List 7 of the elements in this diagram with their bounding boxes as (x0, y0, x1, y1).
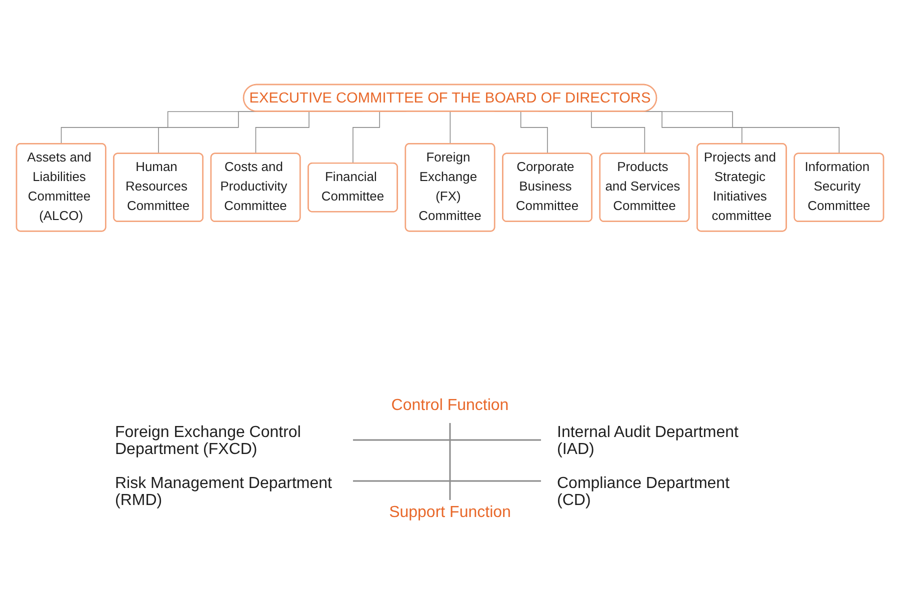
department-label: Internal Audit Department (IAD) (557, 424, 740, 458)
function-heading: Control Function (390, 397, 510, 414)
department-label: Foreign Exchange Control Department (FXCD) (115, 424, 302, 458)
function-heading: Support Function (388, 504, 512, 521)
department-label: Compliance Department (CD) (557, 475, 731, 509)
connector (450, 111, 451, 144)
department-label: Risk Management Department (RMD) (115, 475, 333, 509)
